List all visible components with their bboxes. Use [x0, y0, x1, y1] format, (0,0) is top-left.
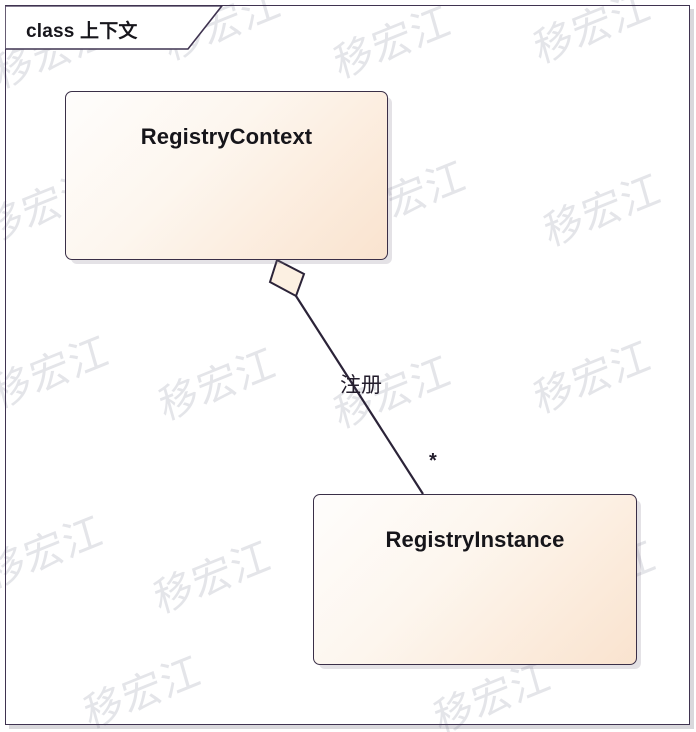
- frame-tab-label: class 上下文: [26, 21, 138, 42]
- frame-shadow: [9, 9, 694, 729]
- class-box-registrycontext[interactable]: RegistryContext: [65, 91, 388, 260]
- frame-header-tab[interactable]: class 上下文: [5, 5, 225, 50]
- class-box-registryinstance[interactable]: RegistryInstance: [313, 494, 637, 665]
- frame-tab-shape: [5, 5, 224, 50]
- class-name-label: RegistryContext: [140, 124, 313, 149]
- class-name-label: RegistryInstance: [385, 527, 565, 552]
- diagram-frame: [5, 5, 690, 725]
- association-multiplicity: *: [429, 450, 437, 472]
- association-label: 注册: [340, 373, 382, 397]
